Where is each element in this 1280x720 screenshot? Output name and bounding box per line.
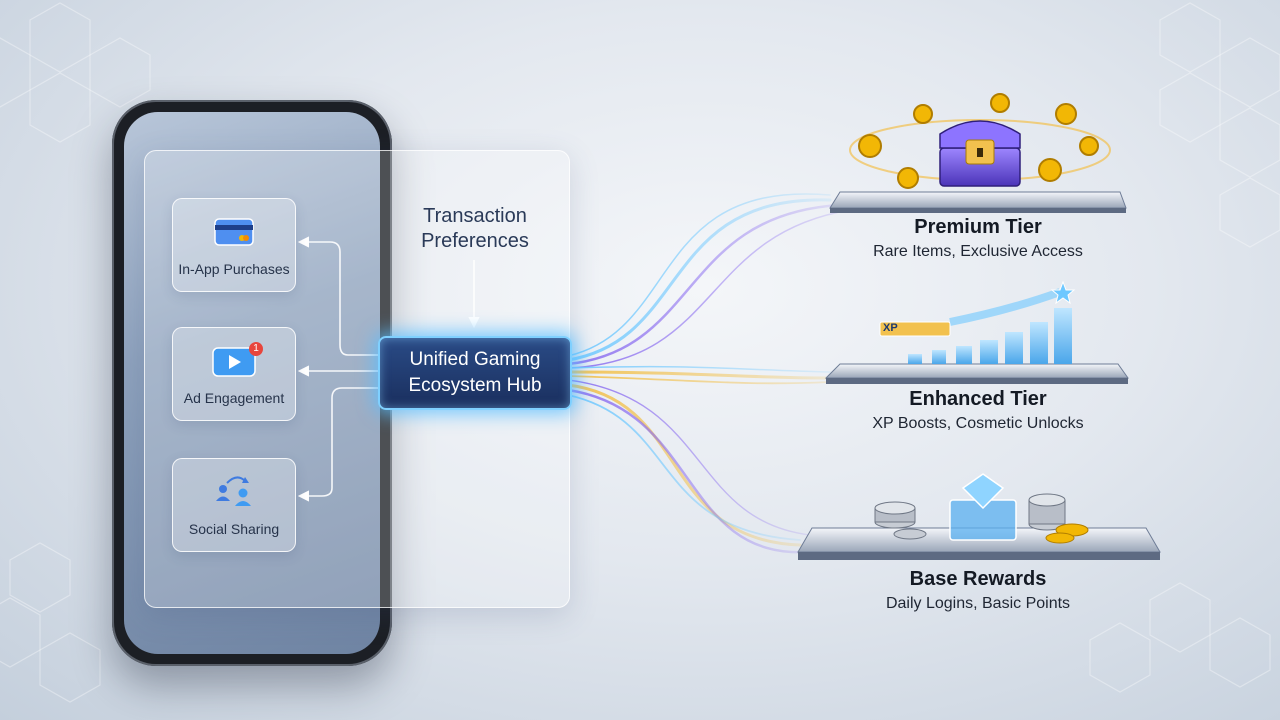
card-in-app-purchases[interactable]: In-App Purchases — [172, 198, 296, 292]
share-people-icon — [216, 476, 251, 506]
tier-description: XP Boosts, Cosmetic Unlocks — [872, 415, 1084, 432]
tier-title: Enhanced Tier — [909, 388, 1047, 410]
card-label: In-App Purchases — [178, 261, 290, 277]
phone-screen — [124, 112, 380, 654]
tier-title: Base Rewards — [909, 568, 1047, 590]
credit-card-icon — [214, 218, 254, 246]
notification-badge: 1 — [249, 342, 263, 356]
tier-enhanced: Enhanced Tier XP Boosts, Cosmetic Unlock… — [808, 388, 1148, 433]
hub-label: Unified Gaming Ecosystem Hub — [408, 349, 542, 396]
video-play-icon — [212, 347, 256, 377]
card-social-sharing[interactable]: Social Sharing — [172, 458, 296, 552]
tier-title: Premium Tier — [914, 216, 1042, 238]
tier-premium: Premium Tier Rare Items, Exclusive Acces… — [808, 216, 1148, 261]
card-label: Social Sharing — [188, 521, 280, 537]
xp-label: XP — [883, 322, 898, 334]
unified-gaming-ecosystem-hub[interactable]: Unified Gaming Ecosystem Hub — [378, 336, 572, 410]
tier-description: Daily Logins, Basic Points — [885, 595, 1071, 612]
card-label: Ad Engagement — [183, 390, 285, 406]
card-ad-engagement[interactable]: 1 Ad Engagement — [172, 327, 296, 421]
transaction-preferences-label: Transaction Preferences — [421, 205, 529, 252]
tier-base: Base Rewards Daily Logins, Basic Points — [808, 568, 1148, 613]
tier-description: Rare Items, Exclusive Access — [873, 243, 1083, 260]
